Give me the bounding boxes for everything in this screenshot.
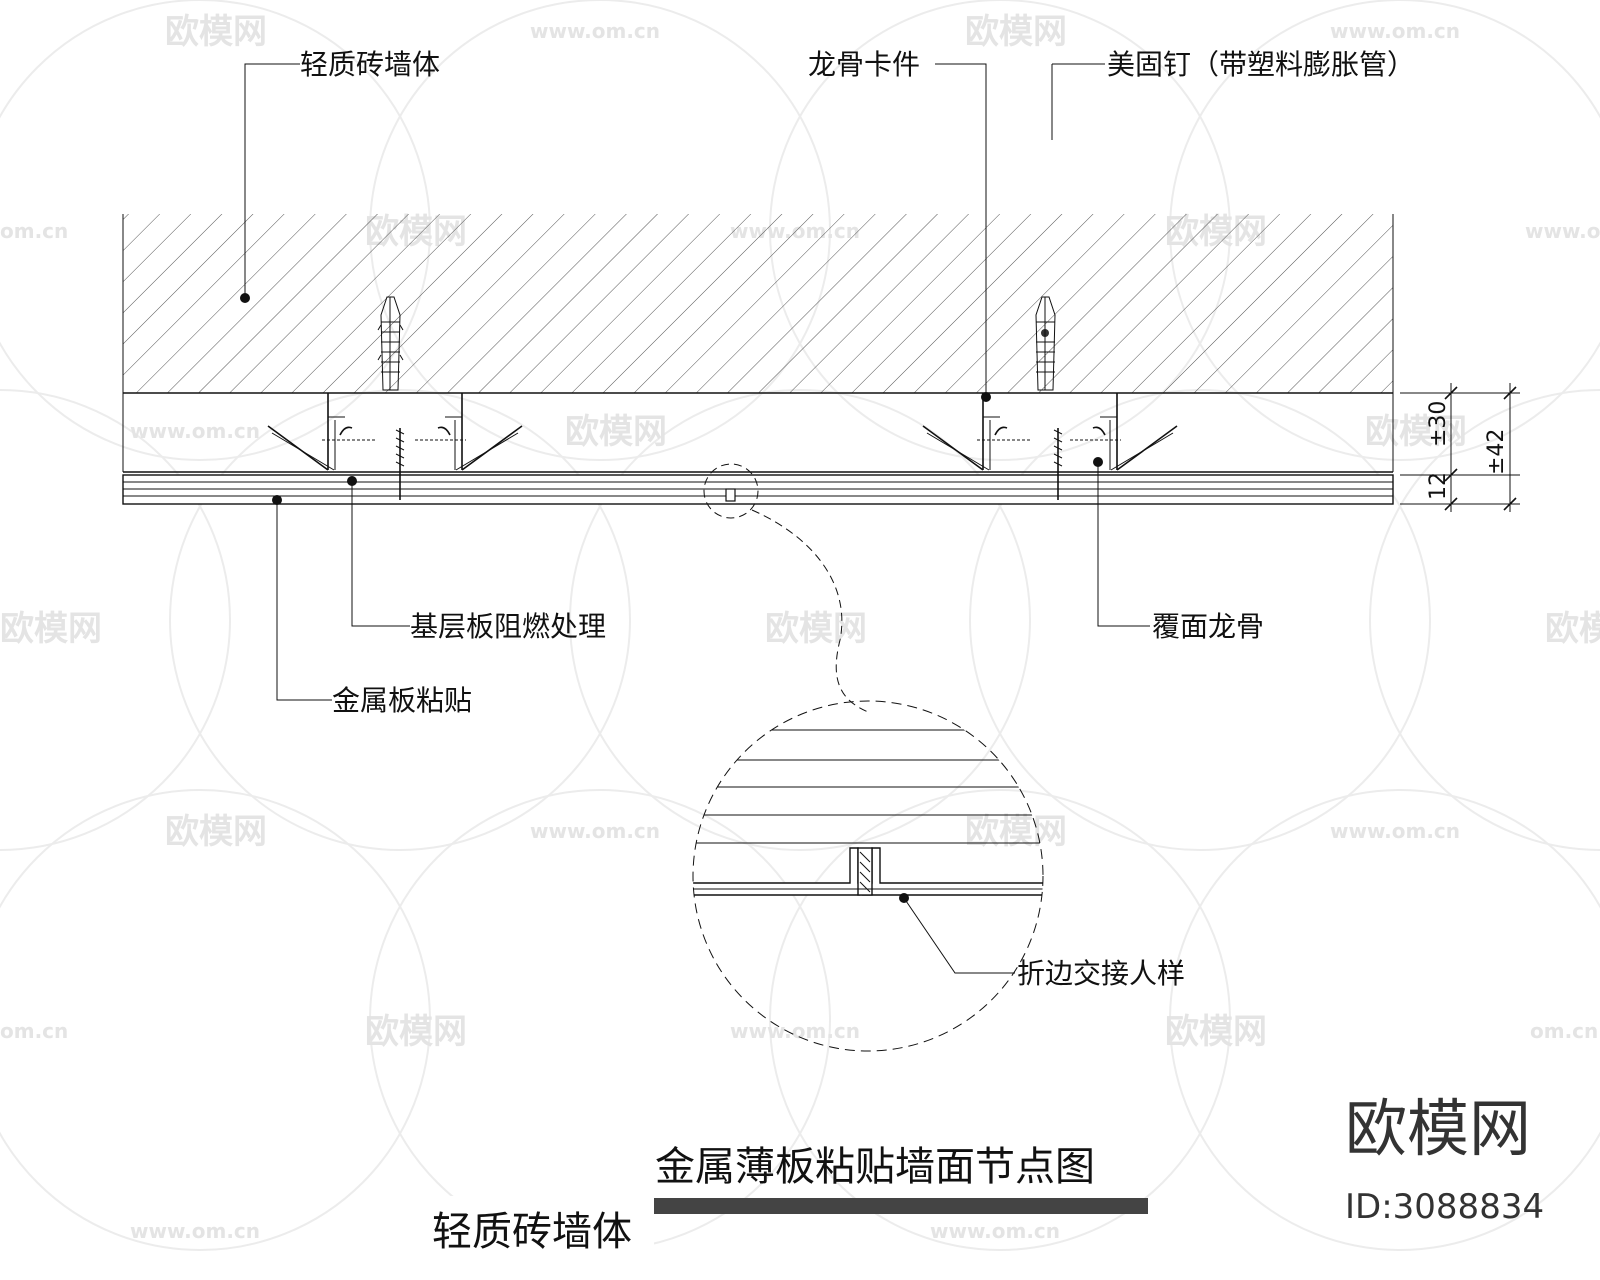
watermark-site: www.om.cn: [130, 1219, 260, 1243]
keel-assembly-left: [267, 296, 523, 500]
keel-assembly-right: [922, 296, 1178, 500]
label-base-board: 基层板阻燃处理: [410, 610, 606, 643]
watermark-brand: 欧模网: [965, 812, 1067, 852]
watermark-site: www.om.cn: [130, 419, 260, 443]
watermark-site: www.om.cn: [930, 1219, 1060, 1243]
watermark-brand: 欧模网: [565, 412, 667, 452]
screw: [1053, 428, 1063, 500]
dimension-30: ±30: [1426, 401, 1451, 447]
dimension-42: ±42: [1484, 429, 1509, 475]
base-board: [122, 393, 1394, 473]
watermark-site: www.om.cn: [530, 19, 660, 43]
drawing-title: 金属薄板粘贴墙面节点图: [655, 1144, 1095, 1190]
watermark-brand: 欧模网: [365, 1012, 467, 1052]
leader-lines: [240, 63, 1150, 701]
anchor-plug: [377, 296, 404, 391]
watermark-brand: 欧模网: [1545, 609, 1600, 649]
label-cover-keel: 覆面龙骨: [1152, 610, 1264, 643]
watermark-site: www.om.cn: [1330, 19, 1460, 43]
watermark-brand: 欧模网: [165, 812, 267, 852]
label-fold-joint: 折边交接人样: [1017, 957, 1185, 990]
watermark-site: www.om.cn: [1525, 219, 1600, 243]
label-metal-panel: 金属板粘贴: [332, 684, 472, 717]
label-keel-clip: 龙骨卡件: [808, 48, 920, 81]
label-anchor-nail: 美固钉（带塑料膨胀管）: [1107, 48, 1415, 81]
brand-id: ID:3088834: [1345, 1187, 1544, 1227]
label-brick-wall: 轻质砖墙体: [300, 48, 440, 81]
watermark-site: om.cn: [1530, 1019, 1598, 1043]
watermark-brand: 欧模网: [965, 12, 1067, 52]
anchor-plug: [1035, 296, 1056, 391]
watermark-brand: 欧模网: [765, 609, 867, 649]
watermark-site: om.cn: [0, 1019, 68, 1043]
watermark-brand: 欧模网: [1365, 412, 1467, 452]
detail-magnified: [692, 700, 1044, 1052]
detail-callout: [703, 463, 869, 713]
dimension-lines: [1400, 383, 1520, 512]
brand-logo: 欧模网: [1345, 1092, 1531, 1165]
watermark-site: om.cn: [0, 219, 68, 243]
dimension-12: 12: [1426, 472, 1451, 500]
watermark-site: www.om.cn: [530, 819, 660, 843]
watermark-site: www.om.cn: [730, 1019, 860, 1043]
watermark-brand: 欧模网: [1165, 1012, 1267, 1052]
watermark-site: www.om.cn: [1330, 819, 1460, 843]
screw: [395, 428, 405, 500]
metal-panel: [122, 474, 1394, 505]
brick-wall: [122, 214, 1394, 394]
watermark-brand: 欧模网: [165, 12, 267, 52]
drawing-subtitle: 轻质砖墙体: [432, 1209, 632, 1255]
fold-joint-mark: [725, 488, 736, 502]
watermark-brand: 欧模网: [0, 609, 102, 649]
watermark-layer: 欧模网 欧模网 www.om.cn www.om.cn 欧模网 欧模网 om.c…: [0, 0, 1600, 1251]
